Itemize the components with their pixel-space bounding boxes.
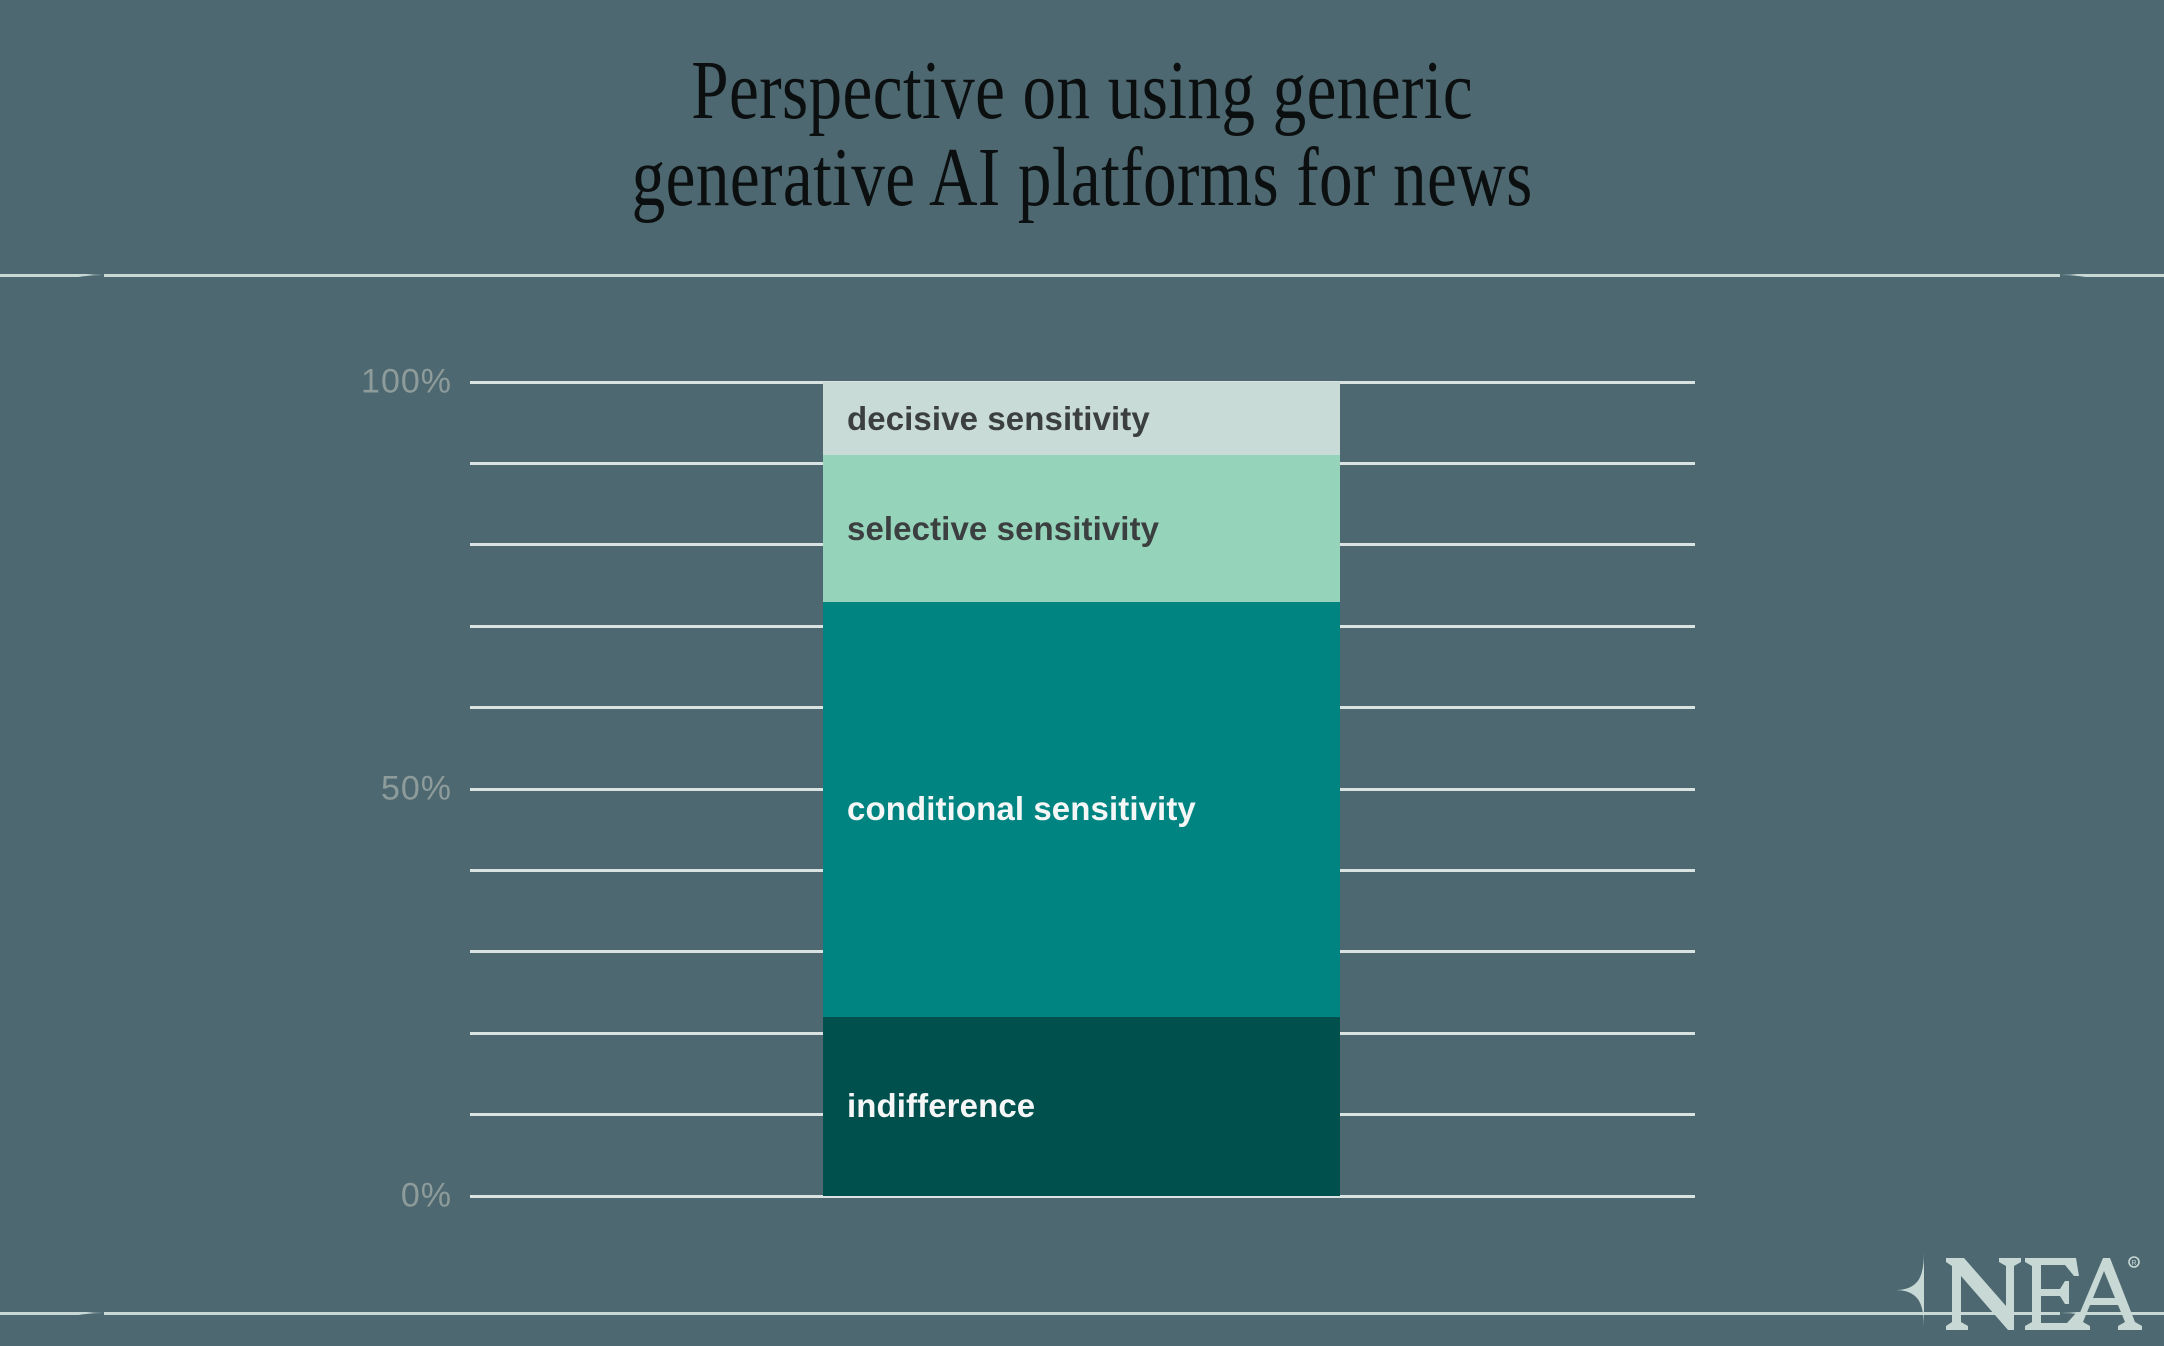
chart-header: Perspective on using generic generative … <box>0 0 2164 275</box>
footer-divider <box>0 1251 2164 1346</box>
bar-segment-conditional-sensitivity[interactable]: conditional sensitivity <box>823 601 1340 1017</box>
bar-segment-indifference[interactable]: indifference <box>823 1016 1340 1196</box>
bar-segment-selective-sensitivity[interactable]: selective sensitivity <box>823 455 1340 602</box>
nea-arrow-icon <box>1862 1248 1924 1332</box>
bar-segment-decisive-sensitivity[interactable]: decisive sensitivity <box>823 382 1340 456</box>
svg-text:R: R <box>2131 1260 2136 1267</box>
plot-area: 0% 50% 100% indifference conditional sensit… <box>361 363 1695 1215</box>
chart-panel: 0% 50% 100% indifference conditional sensit… <box>0 278 2164 1311</box>
bar-segment-label: conditional sensitivity <box>847 790 1196 828</box>
nea-wordmark <box>1946 1258 2142 1330</box>
gridline <box>470 380 1695 384</box>
stacked-bar[interactable]: indifference conditional sensitivity selec… <box>823 382 1340 1196</box>
divider-line <box>0 1312 2164 1315</box>
header-divider <box>0 213 2164 337</box>
nea-logo: R <box>1862 1242 2142 1338</box>
bar-segment-label: decisive sensitivity <box>847 399 1150 437</box>
registered-mark-icon <box>2128 1256 2140 1268</box>
y-axis-tick-label: 50% <box>380 769 452 808</box>
y-axis-tick-label: 100% <box>361 362 452 401</box>
divider-ornament-right <box>2060 213 2164 337</box>
bar-segment-label: selective sensitivity <box>847 509 1160 547</box>
bar-segment-label: indifference <box>847 1087 1036 1125</box>
divider-line <box>0 274 2164 277</box>
divider-ornament-left <box>0 1251 104 1346</box>
divider-ornament-left <box>0 213 104 337</box>
y-axis-tick-label: 0% <box>400 1176 452 1215</box>
gridline <box>470 1194 1695 1198</box>
page-title: Perspective on using generic generative … <box>631 43 1533 224</box>
